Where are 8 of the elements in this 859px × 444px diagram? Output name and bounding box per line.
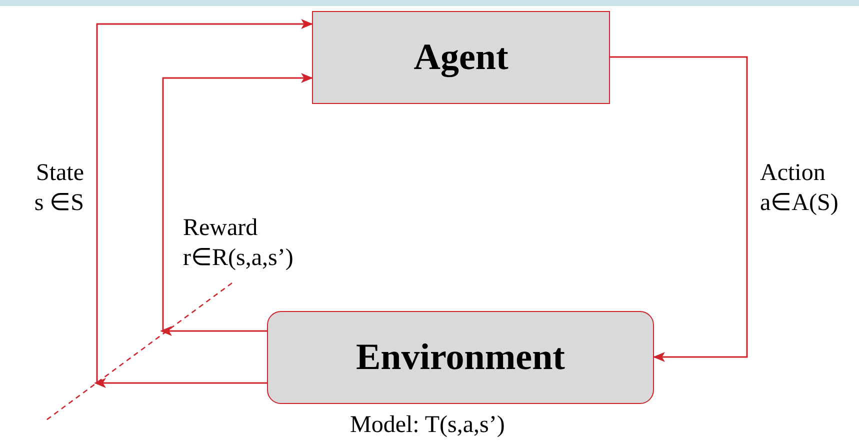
- process-box: [267, 311, 654, 404]
- process-box: [312, 11, 610, 104]
- node-label: Environment: [356, 336, 565, 379]
- edge-label: State s ∈S: [33, 159, 84, 218]
- node-label: Agent: [414, 36, 508, 79]
- edge-label: Reward r∈R(s,a,s’): [183, 214, 294, 273]
- edge-label: Action a∈A(S): [760, 159, 840, 218]
- node-caption: Model: T(s,a,s’): [350, 412, 505, 439]
